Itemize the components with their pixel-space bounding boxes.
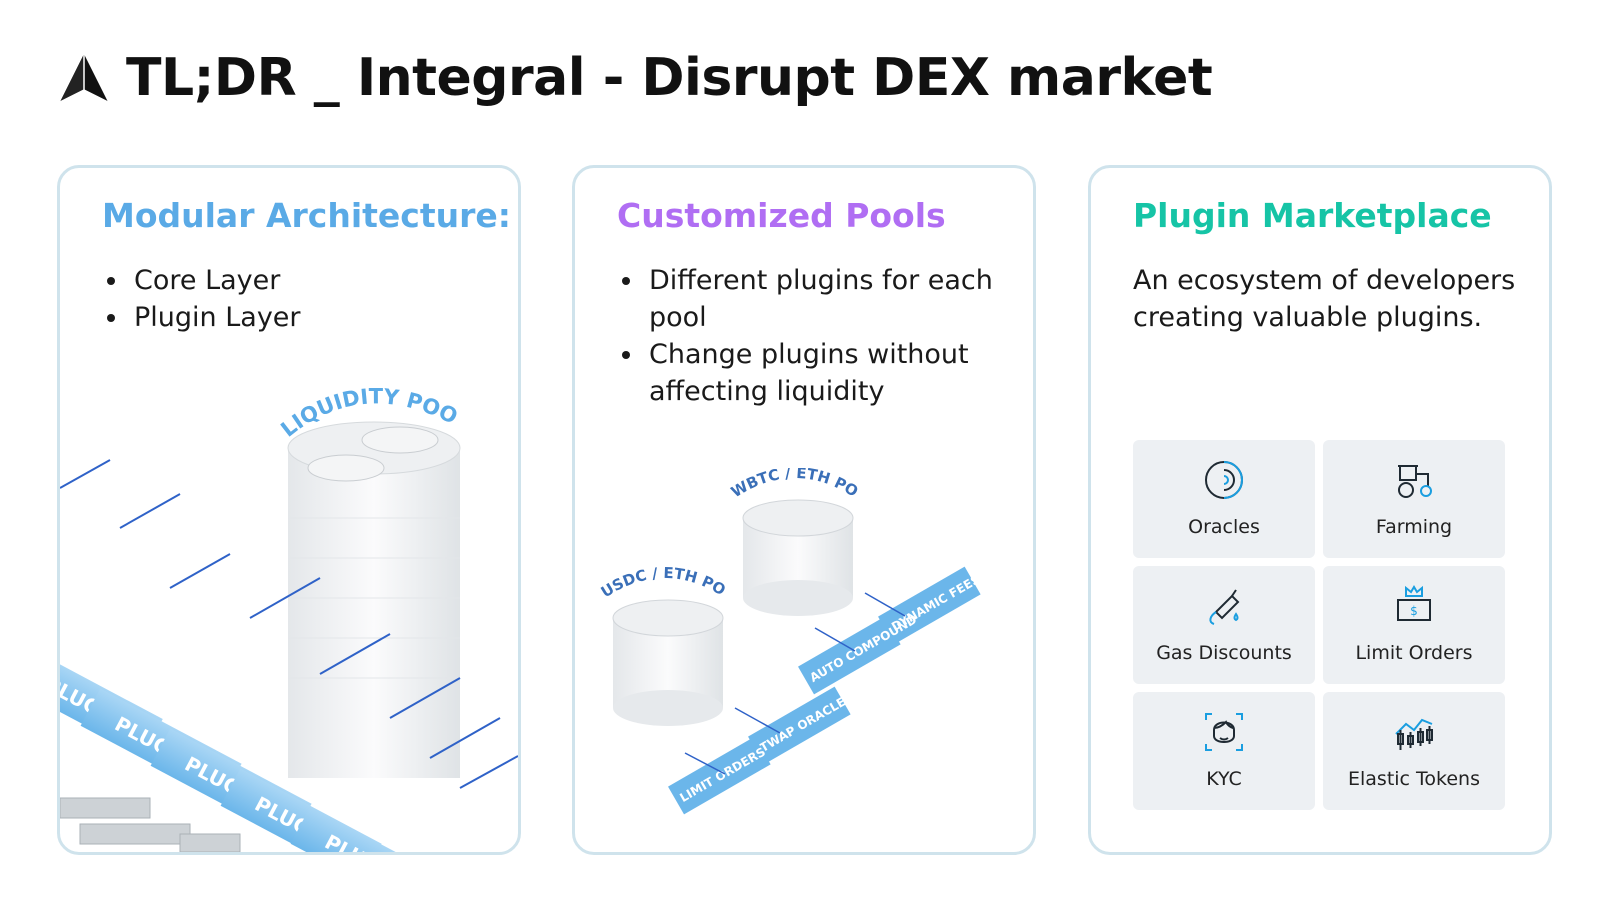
tile-farming[interactable]: Farming — [1323, 440, 1505, 558]
face-scan-icon — [1205, 713, 1243, 751]
tractor-icon — [1398, 465, 1432, 498]
card-title: Customized Pools — [617, 196, 946, 235]
tile-label: Oracles — [1188, 516, 1260, 538]
page-title: TL;DR _ Integral - Disrupt DEX market — [126, 48, 1213, 108]
svg-text:$: $ — [1410, 604, 1418, 618]
tile-label: Elastic Tokens — [1348, 768, 1480, 790]
bullet-list: Different plugins for each pool Change p… — [617, 262, 1025, 410]
customized-pools-card: Customized Pools Different plugins for e… — [572, 165, 1036, 855]
pool-label: USDC / ETH POOL — [575, 468, 729, 601]
bullet-item: Plugin Layer — [130, 299, 301, 336]
bullet-item: Core Layer — [130, 262, 301, 299]
tile-gas-discounts[interactable]: Gas Discounts — [1133, 566, 1315, 684]
tile-elastic-tokens[interactable]: Elastic Tokens — [1323, 692, 1505, 810]
card-description: An ecosystem of developers creating valu… — [1133, 265, 1516, 333]
oracle-icon — [1205, 461, 1243, 499]
modular-architecture-card: Modular Architecture: Core Layer Plugin … — [57, 165, 521, 855]
tile-limit-orders[interactable]: $ Limit Orders — [1323, 566, 1505, 684]
bullet-item: Different plugins for each pool — [645, 262, 1025, 336]
card-title: Modular Architecture: — [102, 196, 511, 235]
plugin-tile-grid: Oracles Farming Gas Discounts — [1133, 440, 1507, 810]
tile-kyc[interactable]: KYC — [1133, 692, 1315, 810]
fuel-nozzle-icon — [1209, 589, 1240, 625]
tile-label: Farming — [1375, 516, 1453, 538]
tile-label: Gas Discounts — [1156, 642, 1292, 664]
crown-cash-icon: $ — [1397, 585, 1431, 621]
bullet-list: Core Layer Plugin Layer — [102, 262, 301, 336]
bullet-item: Change plugins without affecting liquidi… — [645, 336, 1025, 410]
custom-pools-illustration: WBTC / ETH POOL USDC / ETH POOL DYNAMIC … — [575, 468, 982, 815]
tile-label: Limit Orders — [1355, 642, 1473, 664]
card-title: Plugin Marketplace — [1133, 196, 1492, 235]
tile-label: KYC — [1206, 768, 1242, 790]
plugin-marketplace-card: Plugin Marketplace An ecosystem of devel… — [1088, 165, 1552, 855]
liquidity-pool-illustration: LIQUIDITY POOL PLUGIN 2 — [60, 378, 518, 852]
integral-logo-icon — [59, 54, 109, 103]
candlestick-icon — [1395, 718, 1433, 750]
page-header: TL;DR _ Integral - Disrupt DEX market — [58, 48, 1213, 108]
plugin-label: AUTO COMPOUND — [807, 612, 919, 685]
tile-oracles[interactable]: Oracles — [1133, 440, 1315, 558]
pool-label: WBTC / ETH POOL — [575, 468, 861, 501]
